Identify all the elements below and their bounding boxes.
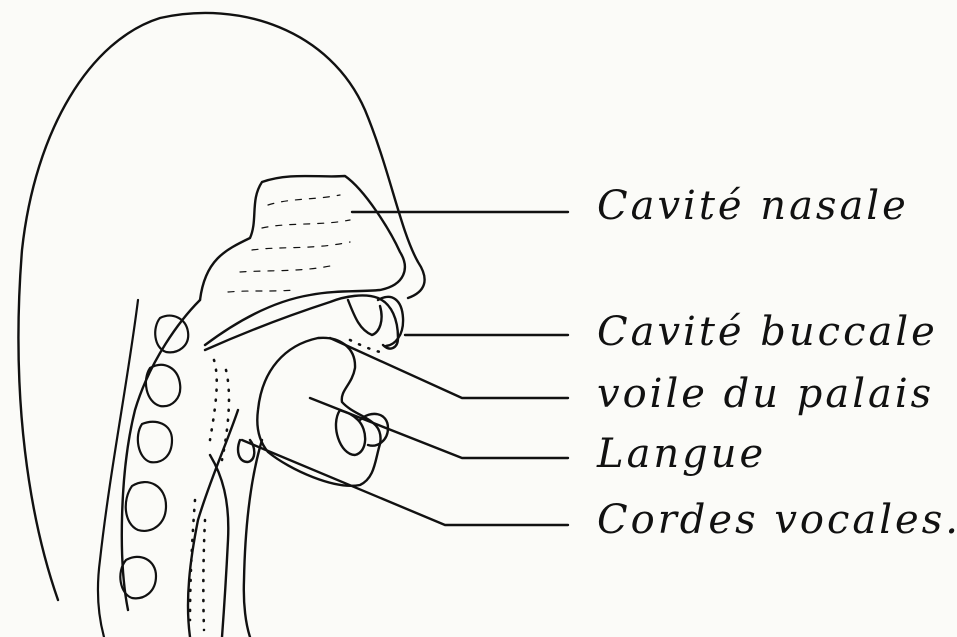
label-soft-palate: voile du palais bbox=[597, 374, 934, 414]
label-nasal-cavity: Cavité nasale bbox=[597, 186, 909, 226]
label-tongue: Langue bbox=[597, 434, 766, 474]
leader-vocal bbox=[242, 440, 568, 525]
head-outline bbox=[18, 13, 424, 600]
nasal-cavity-outline bbox=[200, 176, 405, 345]
vertebra bbox=[120, 557, 156, 598]
neck-front-outline bbox=[122, 300, 200, 610]
larynx-outline bbox=[210, 455, 228, 637]
label-vocal-cords: Cordes vocales. bbox=[597, 500, 957, 540]
tongue-outline bbox=[257, 338, 380, 486]
nasal-texture bbox=[228, 195, 350, 292]
vertebrae bbox=[98, 300, 188, 637]
pharynx-outline bbox=[188, 410, 238, 637]
vertebra bbox=[138, 422, 172, 463]
vertebra bbox=[126, 482, 166, 531]
spine-line bbox=[98, 300, 138, 637]
leader-palate bbox=[330, 338, 568, 398]
label-oral-cavity: Cavité buccale bbox=[597, 312, 938, 352]
upper-teeth bbox=[348, 300, 382, 335]
palate-outline bbox=[205, 295, 398, 350]
airway-outline bbox=[244, 440, 262, 637]
